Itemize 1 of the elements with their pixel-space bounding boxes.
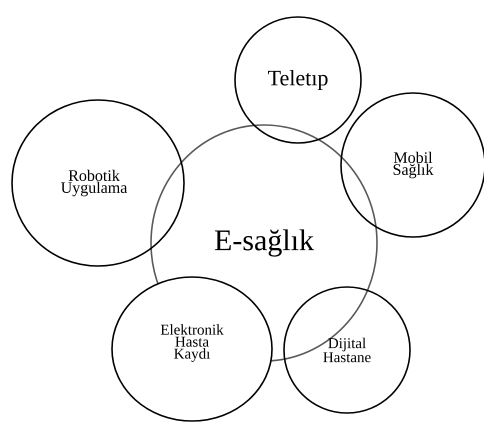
node-label: Elektronik Hasta Kaydı [160, 324, 224, 362]
